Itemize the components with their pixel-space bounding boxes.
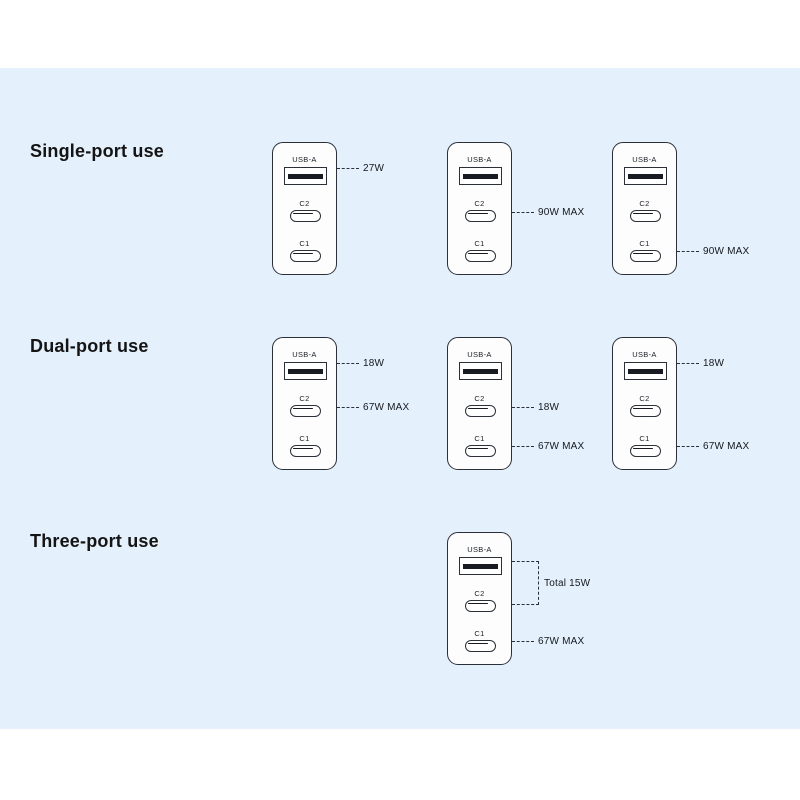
callout-label: 67W MAX [703,441,750,452]
total-bracket-label: Total 15W [544,578,591,589]
port-label-usba: USB-A [632,155,657,164]
callout-single-2-c2: 90W MAX [512,207,584,218]
port-label-c1: C1 [474,434,485,443]
callout-label: 67W MAX [538,636,585,647]
port-label-c2: C2 [299,394,310,403]
port-label-usba: USB-A [292,155,317,164]
background-panel [0,68,800,729]
port-label-c2: C2 [474,394,485,403]
callout-dual-2-c1: 67W MAX [512,441,584,452]
usba-port-icon [459,557,502,575]
callout-label: 90W MAX [538,207,585,218]
usbc-port-c2-icon [630,210,661,222]
port-label-usba: USB-A [467,155,492,164]
port-label-c1: C1 [299,239,310,248]
callout-single-3-c1: 90W MAX [677,246,749,257]
usbc-port-c1-icon [290,250,321,262]
callout-dual-3-usba: 18W [677,358,724,369]
port-label-c2: C2 [474,589,485,598]
callout-single-1-usba: 27W [337,163,384,174]
port-label-c1: C1 [639,239,650,248]
callout-label: 67W MAX [538,441,585,452]
port-label-c1: C1 [639,434,650,443]
usba-port-icon [459,362,502,380]
usbc-port-c1-icon [290,445,321,457]
port-label-c1: C1 [474,239,485,248]
usbc-port-c2-icon [465,210,496,222]
leader-line [337,363,359,364]
usbc-port-c1-icon [465,640,496,652]
charger-three-1: USB-A C2 C1 [447,532,512,665]
charger-single-1: USB-A C2 C1 [272,142,337,275]
callout-label: 18W [703,358,725,369]
port-label-usba: USB-A [467,350,492,359]
callout-label: 27W [363,163,385,174]
callout-dual-1-usba: 18W [337,358,384,369]
callout-dual-3-c1: 67W MAX [677,441,749,452]
callout-label: 67W MAX [363,402,410,413]
charger-dual-3: USB-A C2 C1 [612,337,677,470]
usba-port-icon [459,167,502,185]
usbc-port-c1-icon [465,250,496,262]
port-label-c2: C2 [299,199,310,208]
callout-three-1-c1: 67W MAX [512,636,584,647]
usbc-port-c2-icon [465,405,496,417]
usbc-port-c2-icon [290,405,321,417]
charger-dual-2: USB-A C2 C1 [447,337,512,470]
port-label-usba: USB-A [632,350,657,359]
port-label-usba: USB-A [292,350,317,359]
leader-line [337,168,359,169]
charger-single-2: USB-A C2 C1 [447,142,512,275]
total-bracket [512,561,539,605]
charger-dual-1: USB-A C2 C1 [272,337,337,470]
leader-line [512,641,534,642]
usbc-port-c1-icon [465,445,496,457]
port-label-c2: C2 [639,199,650,208]
section-title-single-port: Single-port use [30,141,165,161]
charger-single-3: USB-A C2 C1 [612,142,677,275]
callout-label: 18W [538,402,560,413]
leader-line [337,407,359,408]
usbc-port-c2-icon [290,210,321,222]
leader-line [677,251,699,252]
leader-line [512,407,534,408]
leader-line [677,446,699,447]
callout-label: 90W MAX [703,246,750,257]
usbc-port-c2-icon [465,600,496,612]
leader-line [677,363,699,364]
usbc-port-c2-icon [630,405,661,417]
leader-line [512,446,534,447]
leader-line [512,212,534,213]
port-label-c1: C1 [299,434,310,443]
usba-port-icon [284,362,327,380]
usbc-port-c1-icon [630,445,661,457]
usbc-port-c1-icon [630,250,661,262]
callout-dual-1-c2: 67W MAX [337,402,409,413]
usba-port-icon [284,167,327,185]
section-title-dual-port: Dual-port use [30,336,149,356]
port-label-c1: C1 [474,629,485,638]
usba-port-icon [624,167,667,185]
port-label-c2: C2 [639,394,650,403]
usba-port-icon [624,362,667,380]
callout-dual-2-c2: 18W [512,402,559,413]
port-label-usba: USB-A [467,545,492,554]
section-title-three-port: Three-port use [30,531,159,551]
port-label-c2: C2 [474,199,485,208]
callout-label: 18W [363,358,385,369]
